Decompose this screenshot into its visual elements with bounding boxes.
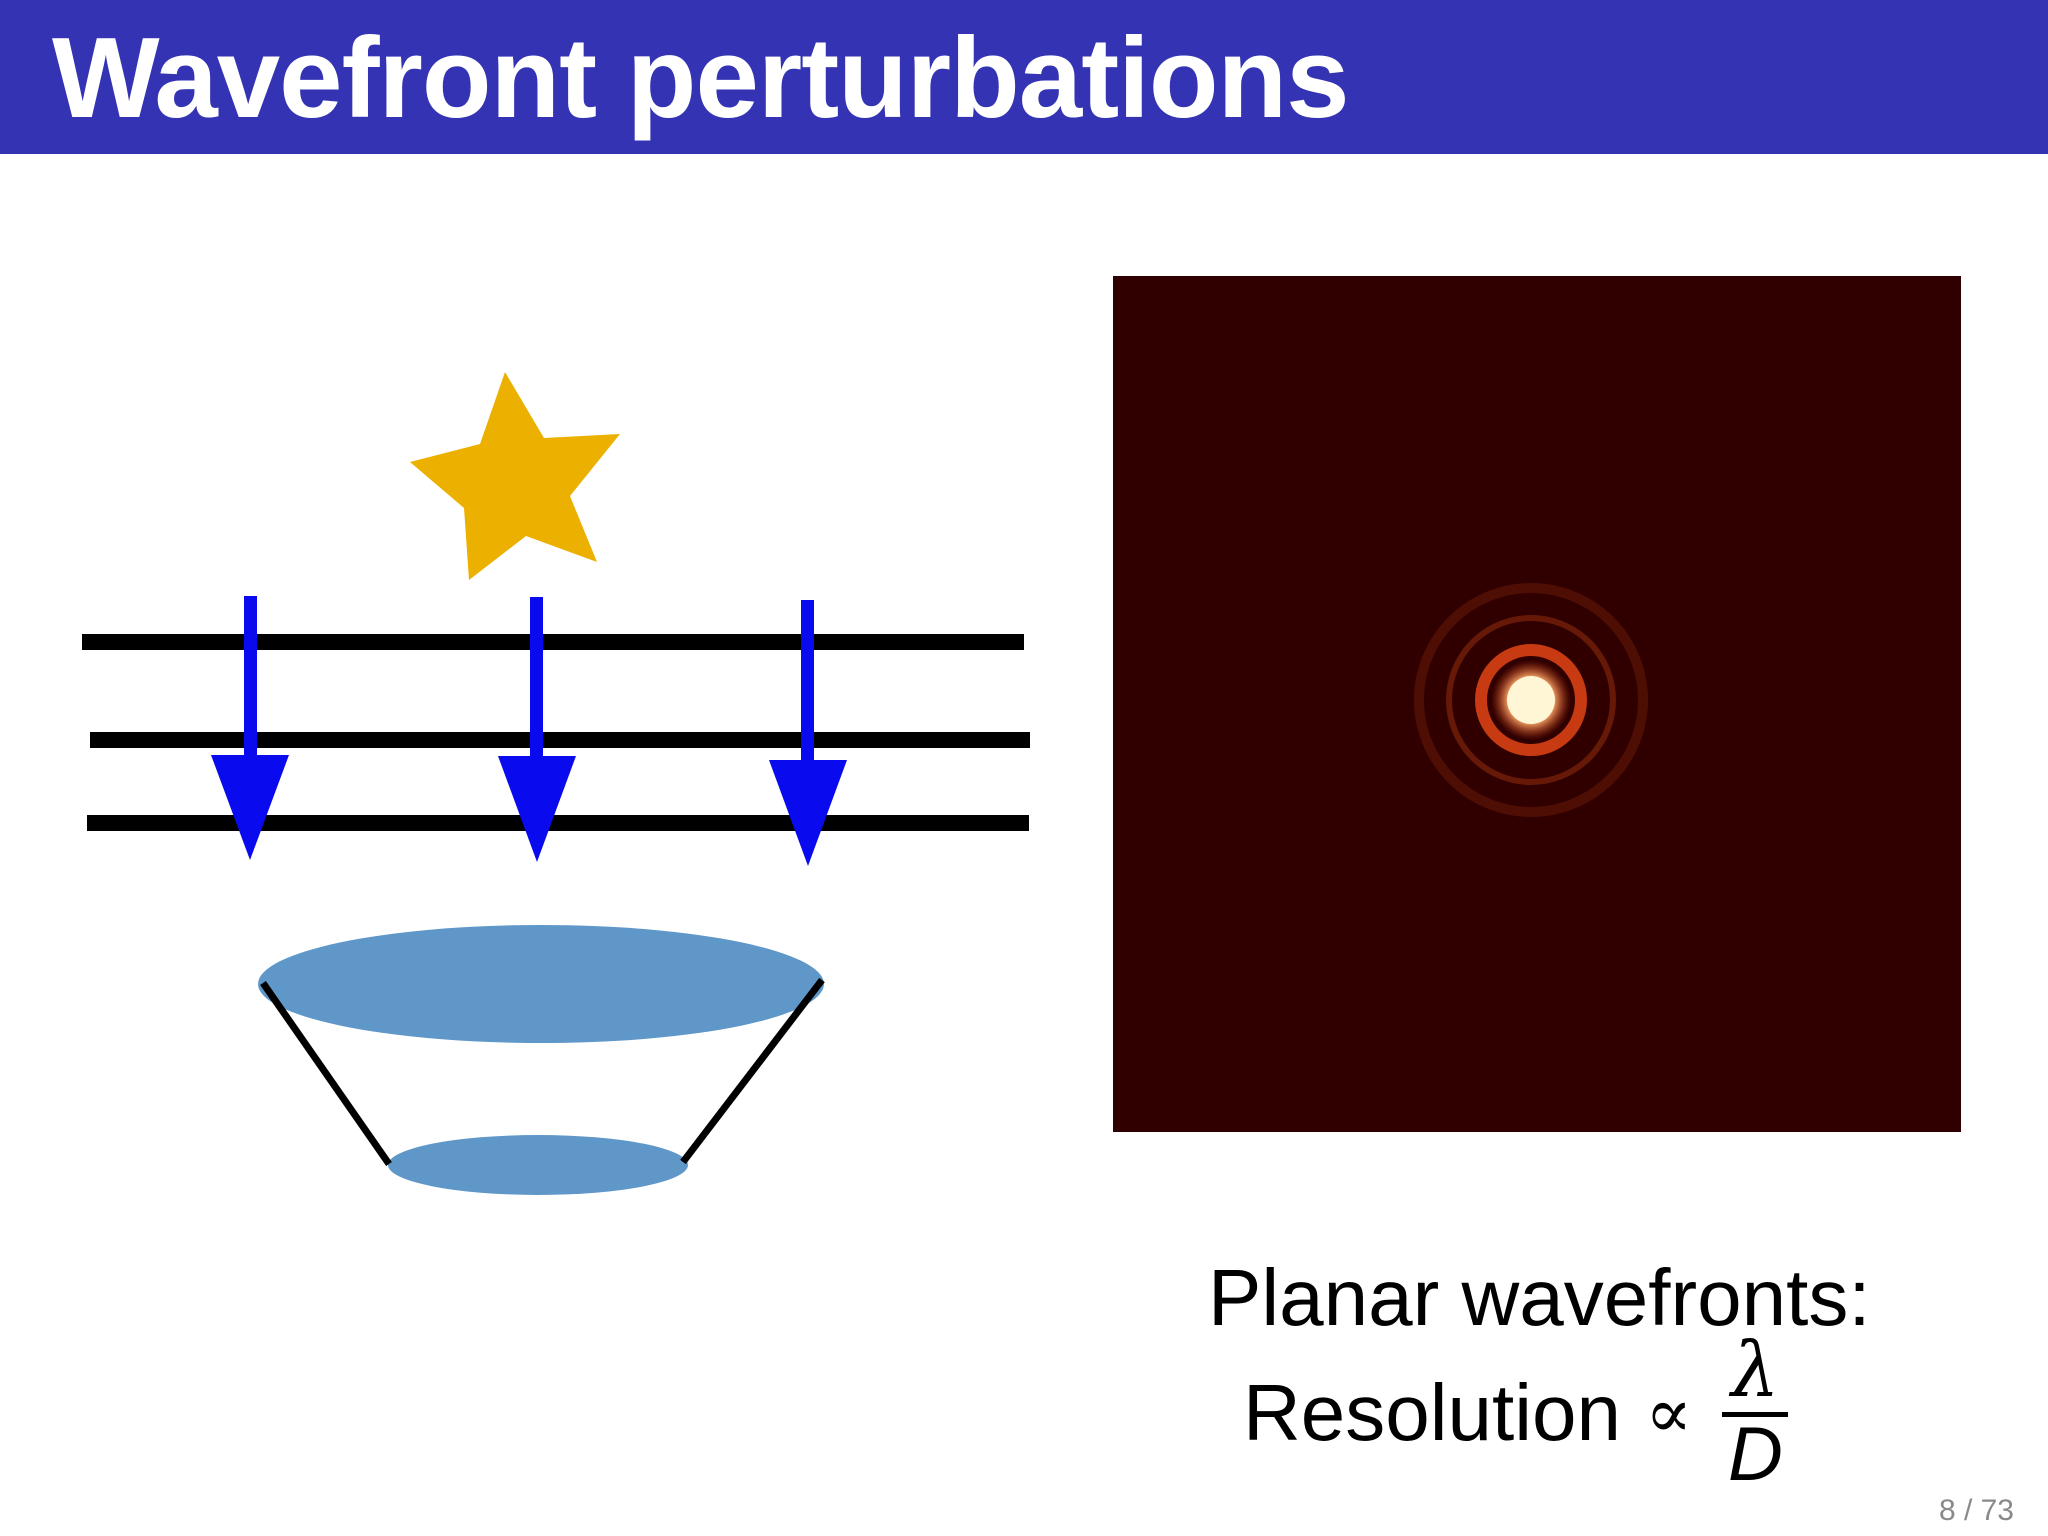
psf-outer-ring [1414, 583, 1648, 817]
star-icon [410, 372, 620, 580]
caption-planar-wavefronts: Planar wavefronts: [1208, 1253, 1871, 1342]
slide-title: Wavefront perturbations [52, 15, 1350, 142]
caption-resolution-formula: Resolution ∝ λ D [1243, 1325, 1789, 1498]
page-number: 8 / 73 [1938, 1494, 2014, 1527]
resolution-label: Resolution [1243, 1367, 1622, 1457]
psf-core [1507, 676, 1555, 724]
wavefront-line-3 [87, 815, 1029, 831]
fraction-bar [1722, 1412, 1789, 1418]
arrow-down-icon [211, 596, 289, 860]
fraction-numerator: λ [1731, 1325, 1780, 1414]
arrow-down-icon [769, 600, 847, 866]
lambda-over-d-fraction: λ D [1722, 1325, 1789, 1498]
wavefront-line-2 [90, 732, 1030, 748]
arrow-down-icon [498, 597, 576, 862]
proportional-symbol: ∝ [1645, 1371, 1693, 1454]
wavefront-line-1 [82, 634, 1024, 650]
psf-second-ring [1446, 615, 1616, 785]
psf-image [1113, 276, 1961, 1132]
psf-first-ring [1475, 644, 1587, 756]
wavefront-diagram [82, 372, 1030, 1195]
telescope-icon [258, 925, 825, 1195]
title-bar: Wavefront perturbations [0, 0, 2048, 154]
fraction-denominator: D [1727, 1412, 1783, 1498]
